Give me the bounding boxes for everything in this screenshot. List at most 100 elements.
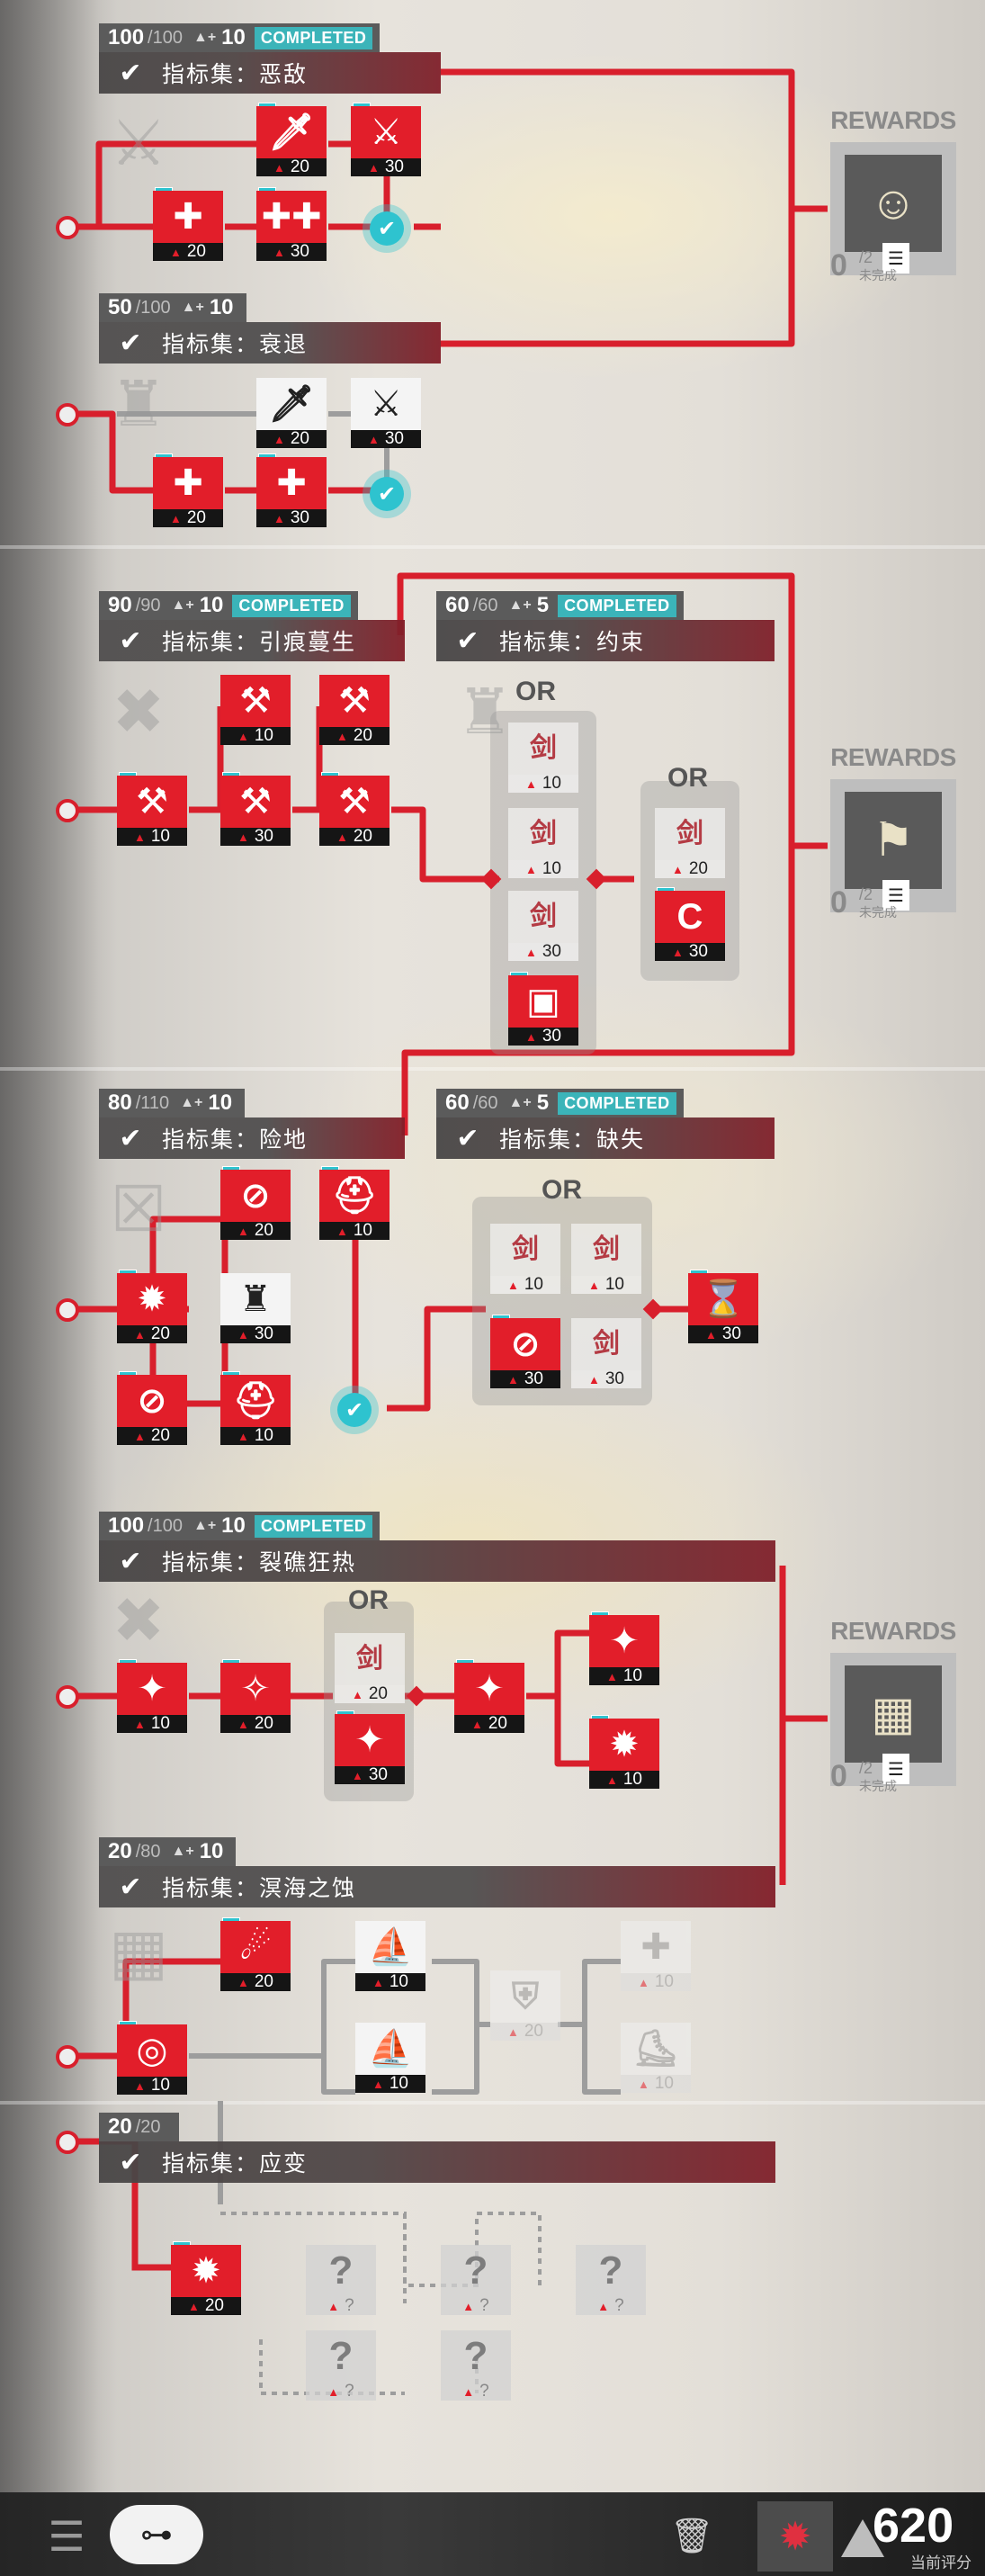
rewards-panel[interactable]: REWARDS ▦ ☰ 0 /2 未完成 [823,1617,963,1793]
tag-score: ▲10 [589,1770,659,1789]
castle-burst-icon: ✹ [117,1273,187,1325]
tag-node[interactable]: ✓✚✚▲30 [256,187,327,261]
tag-node[interactable]: ✓🗡▲20 [256,103,327,176]
start-node[interactable] [56,2045,79,2069]
tree-view-icon[interactable]: ⊶ [110,2505,203,2564]
score-bar: 50 /100 ▲+ 10 [99,293,246,322]
tag-node[interactable]: ⛵▲10 [355,1921,425,1991]
boot-icon: ⛸ [621,2023,691,2075]
tag-node[interactable]: ✓☄▲20 [220,1917,291,1991]
bonus-icon: ▲+ [193,1518,217,1533]
start-node[interactable] [56,1685,79,1709]
tag-node[interactable]: ✓✹▲20 [117,1270,187,1343]
rewards-panel[interactable]: REWARDS ☺ ☰ 0 /2 未完成 [823,106,963,283]
start-node[interactable] [56,216,79,239]
tag-node[interactable]: ⚒▲10 [220,675,291,745]
trash-icon[interactable]: 🗑 [669,2518,714,2555]
tag-node[interactable]: ⛸▲10 [621,2023,691,2093]
metric-set-title-bar[interactable]: ✔ 指标集：衰退 [99,322,441,364]
tag-node[interactable]: ✓⊘▲20 [117,1371,187,1445]
bonus-value: 10 [208,1091,233,1115]
tag-node[interactable]: ✓C▲30 [655,887,725,961]
tag-node[interactable]: ⚔▲30 [351,378,421,448]
start-node[interactable] [56,2131,79,2154]
locked-tag-node[interactable]: ?▲? [441,2245,511,2315]
ship-frame-icon: ⛵ [355,2023,425,2075]
contract-tag-node[interactable]: 剑▲10 [490,1224,560,1294]
tag-node[interactable]: ♜▲30 [220,1273,291,1343]
or-label: OR [348,1585,389,1615]
tag-node[interactable]: ✓⚒▲20 [319,772,390,846]
tag-node[interactable]: ✓⛑▲10 [220,1371,291,1445]
list-view-icon[interactable]: ☰ [48,2513,85,2560]
tag-node[interactable]: ✓✦▲20 [454,1659,524,1733]
start-node[interactable] [56,403,79,426]
score-value: 50 [108,295,132,319]
tag-node[interactable]: ✓⚒▲10 [117,772,187,846]
tag-node[interactable]: ✓⚒▲30 [220,772,291,846]
metric-set-title-bar[interactable]: ✔ 指标集：约束 [436,620,775,661]
tag-node[interactable]: 🗡▲20 [256,378,327,448]
tag-node[interactable]: ✓✚▲20 [153,453,223,527]
hammer-plus-icon: ⚒ [220,776,291,828]
reward-total: /2 [859,885,873,903]
tag-node[interactable]: ⛨▲20 [490,1970,560,2041]
star-burst-icon: ✦ [117,1663,187,1715]
contract-tag-node[interactable]: 剑▲10 [571,1224,641,1294]
score-max: /80 [135,1841,161,1862]
tag-score: ▲10 [355,2074,425,2093]
check-icon: ✔ [119,328,142,358]
contract-tag-node[interactable]: 剑▲30 [508,891,578,961]
tag-node[interactable]: ✓✹▲10 [589,1715,659,1789]
tag-score: ▲20 [256,157,327,176]
contract-tag-node[interactable]: 剑▲20 [335,1633,405,1703]
tag-node[interactable]: ✓✦▲30 [335,1710,405,1784]
tag-node[interactable]: ✓✦▲10 [589,1611,659,1685]
list-icon: ☰ [882,243,909,274]
tag-node[interactable]: ✓⌛▲30 [688,1270,758,1343]
tag-node[interactable]: ⛵▲10 [355,2023,425,2093]
metric-set-title-bar[interactable]: ✔ 指标集：应变 [99,2141,775,2183]
tag-score: ▲10 [589,1666,659,1685]
metric-set-title-bar[interactable]: ✔ 指标集：引痕蔓生 [99,620,405,661]
tag-node[interactable]: ✓⊘▲20 [220,1166,291,1240]
bonus-icon: ▲+ [508,1095,532,1110]
category-ghost-icon: ▦ [108,1916,169,1987]
tag-node[interactable]: ✓◎▲10 [117,2021,187,2095]
contract-tag-node[interactable]: 剑▲20 [655,808,725,878]
contract-glyph-icon: 剑 [571,1318,641,1370]
contract-emblem-icon[interactable]: ✹ [757,2501,833,2572]
tag-node[interactable]: ✓✚▲20 [153,187,223,261]
start-node[interactable] [56,799,79,822]
locked-tag-node[interactable]: ?▲? [576,2245,646,2315]
locked-tag-node[interactable]: ?▲? [441,2330,511,2401]
metric-set-title-bar[interactable]: ✔ 指标集：恶敌 [99,52,441,94]
tag-node[interactable]: ✓▣▲30 [508,972,578,1046]
start-node[interactable] [56,1298,79,1322]
tag-node[interactable]: ⚒▲20 [319,675,390,745]
tag-score: ▲30 [655,942,725,961]
metric-set-title-bar[interactable]: ✔ 指标集：缺失 [436,1117,775,1159]
metric-set-title-bar[interactable]: ✔ 指标集：险地 [99,1117,405,1159]
contract-tag-node[interactable]: 剑▲10 [508,723,578,793]
locked-tag-node[interactable]: ?▲? [306,2245,376,2315]
tag-score: ▲? [441,2382,511,2401]
metric-set-name: 指标集：约束 [499,630,646,655]
contract-tag-node[interactable]: 剑▲10 [508,808,578,878]
tag-node[interactable]: ✓✦▲10 [117,1659,187,1733]
tag-node[interactable]: ✓⛑▲10 [319,1166,390,1240]
contract-tag-node[interactable]: 剑▲30 [571,1318,641,1388]
tag-node[interactable]: ✓✹▲20 [171,2241,241,2315]
tag-node[interactable]: ✓⚔▲30 [351,103,421,176]
metric-set-name: 指标集：溟海之蚀 [162,1876,357,1901]
tag-node[interactable]: ✚▲10 [621,1921,691,1991]
tag-node[interactable]: ✓⊘▲30 [490,1315,560,1388]
tag-score: ▲20 [171,2296,241,2315]
metric-set-title-bar[interactable]: ✔ 指标集：裂礁狂热 [99,1540,775,1582]
rewards-panel[interactable]: REWARDS ⚑ ☰ 0 /2 未完成 [823,743,963,920]
locked-tag-node[interactable]: ?▲? [306,2330,376,2401]
tag-node[interactable]: ✓✚▲30 [256,453,327,527]
metric-set-title-bar[interactable]: ✔ 指标集：溟海之蚀 [99,1866,775,1907]
score-max: /100 [135,297,171,318]
tag-node[interactable]: ✓✧▲20 [220,1659,291,1733]
